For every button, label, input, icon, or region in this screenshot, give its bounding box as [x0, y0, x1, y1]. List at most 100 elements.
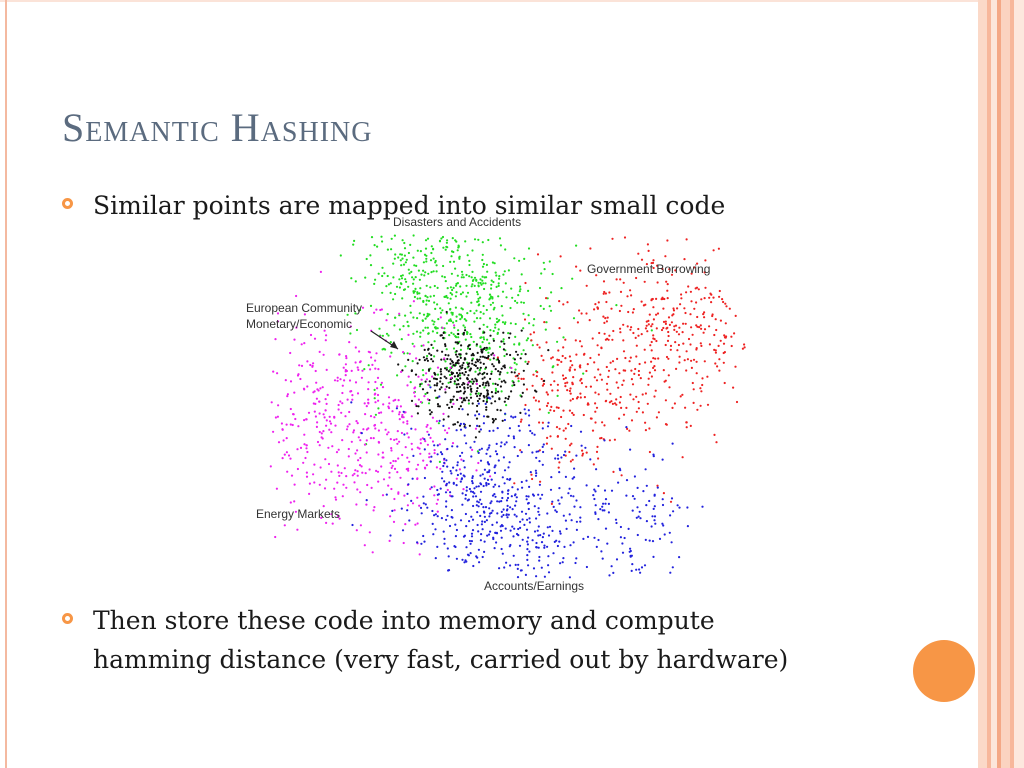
- scatter-point: [652, 306, 655, 309]
- scatter-point: [558, 327, 561, 330]
- scatter-point: [341, 391, 344, 395]
- scatter-point: [406, 352, 409, 355]
- scatter-point: [352, 429, 356, 432]
- scatter-point: [461, 408, 464, 411]
- scatter-point: [281, 428, 284, 431]
- scatter-point: [412, 256, 415, 259]
- scatter-point: [359, 456, 362, 460]
- scatter-point: [449, 297, 452, 300]
- scatter-point: [414, 276, 417, 279]
- scatter-point: [414, 373, 418, 376]
- scatter-point: [636, 506, 639, 509]
- scatter-point: [519, 285, 522, 288]
- scatter-point: [528, 550, 531, 553]
- scatter-point: [427, 433, 430, 436]
- scatter-point: [289, 457, 292, 460]
- scatter-point: [600, 378, 603, 381]
- scatter-point: [700, 298, 703, 301]
- scatter-point: [495, 532, 499, 535]
- scatter-point: [355, 420, 358, 423]
- scatter-point: [449, 491, 452, 494]
- scatter-point: [434, 389, 437, 392]
- scatter-point: [480, 523, 483, 526]
- scatter-point: [584, 446, 587, 449]
- scatter-point: [614, 518, 618, 521]
- scatter-point: [425, 260, 428, 263]
- scatter-point: [652, 259, 655, 262]
- scatter-point: [309, 333, 313, 337]
- scatter-point: [504, 282, 507, 285]
- scatter-point: [595, 379, 599, 382]
- scatter-point: [410, 415, 413, 418]
- scatter-point: [388, 539, 391, 542]
- scatter-point: [309, 363, 312, 367]
- scatter-point: [416, 362, 419, 365]
- scatter-point: [486, 338, 489, 341]
- scatter-point: [341, 495, 344, 498]
- scatter-point: [443, 537, 446, 540]
- scatter-point: [622, 339, 625, 342]
- scatter-point: [334, 424, 337, 427]
- scatter-point: [424, 271, 427, 274]
- scatter-point: [710, 301, 713, 304]
- scatter-point: [386, 433, 389, 436]
- scatter-point: [447, 569, 451, 572]
- scatter-point: [289, 380, 293, 383]
- scatter-point: [589, 356, 592, 360]
- scatter-point: [398, 440, 401, 443]
- scatter-point: [424, 440, 427, 443]
- scatter-point: [541, 493, 544, 496]
- scatter-point: [346, 398, 349, 401]
- scatter-point: [638, 510, 641, 513]
- scatter-point: [517, 527, 520, 531]
- scatter-point: [483, 331, 486, 334]
- scatter-point: [468, 520, 471, 523]
- scatter-point: [404, 411, 407, 414]
- scatter-point: [646, 330, 649, 333]
- scatter-point: [445, 245, 448, 248]
- scatter-point: [509, 322, 512, 325]
- scatter-point: [448, 481, 451, 484]
- scatter-point: [413, 345, 416, 348]
- scatter-point: [696, 262, 699, 265]
- scatter-point: [683, 359, 686, 362]
- scatter-point: [489, 329, 492, 332]
- scatter-point: [602, 315, 605, 318]
- scatter-point: [411, 448, 414, 451]
- scatter-point: [672, 309, 676, 312]
- scatter-point: [411, 342, 414, 345]
- scatter-point: [606, 316, 609, 319]
- scatter-point: [542, 443, 545, 446]
- scatter-point: [443, 461, 446, 464]
- scatter-point: [443, 276, 446, 279]
- scatter-point: [651, 261, 655, 264]
- scatter-point: [426, 359, 429, 362]
- scatter-point: [596, 344, 599, 347]
- scatter-point: [593, 308, 596, 311]
- scatter-point: [318, 400, 321, 403]
- scatter-point: [662, 320, 666, 323]
- scatter-point: [662, 524, 665, 527]
- scatter-point: [421, 388, 425, 391]
- scatter-point: [624, 369, 627, 372]
- scatter-point: [400, 253, 403, 256]
- scatter-point: [396, 471, 399, 474]
- scatter-point: [633, 497, 636, 500]
- scatter-point: [412, 291, 415, 294]
- scatter-point: [561, 374, 565, 377]
- scatter-point: [449, 366, 452, 369]
- scatter-point: [473, 276, 477, 279]
- scatter-point: [557, 349, 560, 352]
- scatter-point: [381, 240, 384, 243]
- scatter-point: [509, 306, 512, 310]
- scatter-point: [459, 348, 462, 351]
- scatter-point: [436, 373, 440, 376]
- scatter-point: [445, 505, 448, 508]
- scatter-point: [444, 344, 447, 348]
- scatter-point: [538, 559, 541, 562]
- scatter-point: [550, 291, 553, 294]
- scatter-point: [465, 273, 468, 277]
- scatter-point: [506, 508, 509, 511]
- scatter-point: [397, 399, 400, 402]
- scatter-point: [363, 402, 366, 405]
